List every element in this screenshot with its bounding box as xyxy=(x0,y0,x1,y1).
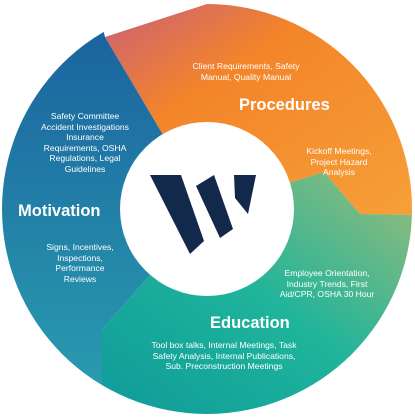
text-line: Insurance xyxy=(66,132,104,143)
education-segment xyxy=(102,172,412,414)
motivation-heading: Motivation xyxy=(18,202,101,220)
text-line: Sub. Preconstruction Meetings xyxy=(165,361,283,372)
text-line: Aid/CPR, OSHA 30 Hour xyxy=(279,289,375,300)
motivation-items-top: Safety Committee Accident Investigations… xyxy=(25,111,145,175)
w-logo-icon xyxy=(150,175,256,254)
text-line: Tool box talks, Internal Meetings, Task xyxy=(151,340,297,350)
text-line: Kickoff Meetings, xyxy=(306,146,372,156)
procedures-heading: Procedures xyxy=(239,96,330,114)
text-line: Accident Investigations xyxy=(41,121,129,132)
procedures-items-top: Client Requirements, Safety Manual, Qual… xyxy=(171,61,321,82)
text-line: Project Hazard xyxy=(310,156,368,167)
motivation-items-bottom: Signs, Incentives, Inspections, Performa… xyxy=(30,242,130,284)
education-items-bottom: Tool box talks, Internal Meetings, Task … xyxy=(131,340,317,372)
text-line: Inspections, xyxy=(57,252,103,263)
text-line: Requirements, OSHA xyxy=(43,142,127,153)
text-line: Reviews xyxy=(63,273,97,284)
text-line: Guidelines xyxy=(64,163,106,174)
text-line: Safety Analysis, Internal Publications, xyxy=(152,350,296,361)
text-line: Safety Committee xyxy=(50,111,120,121)
education-heading: Education xyxy=(210,314,290,332)
text-line: Employee Orientation, xyxy=(284,268,370,278)
procedures-items-bottom: Kickoff Meetings, Project Hazard Analysi… xyxy=(296,146,382,178)
text-line: Analysis xyxy=(323,167,355,178)
text-line: Client Requirements, Safety xyxy=(192,61,300,71)
text-line: Regulations, Legal xyxy=(49,153,121,164)
text-line: Manual, Quality Manual xyxy=(200,71,292,82)
text-line: Industry Trends, First xyxy=(286,278,368,289)
text-line: Performance xyxy=(55,263,105,274)
motivation-segment xyxy=(2,4,207,414)
education-items-top: Employee Orientation, Industry Trends, F… xyxy=(268,268,386,300)
text-line: Signs, Incentives, xyxy=(46,242,114,252)
